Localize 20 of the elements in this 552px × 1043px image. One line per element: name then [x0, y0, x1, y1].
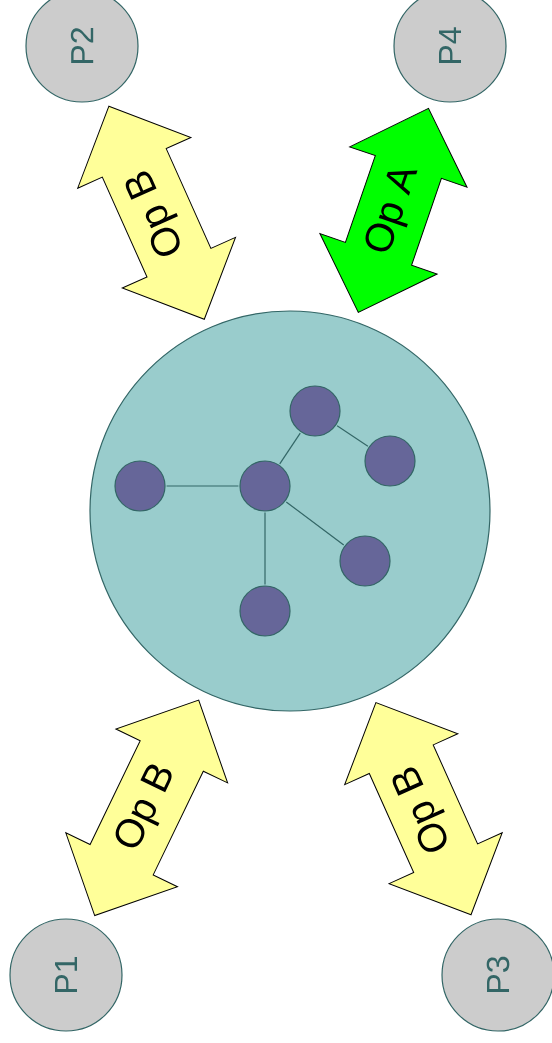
connector-line — [279, 432, 301, 465]
connector-line — [264, 512, 266, 585]
edge-label: Op B — [115, 764, 172, 848]
edge-label: Op B — [125, 171, 180, 256]
block-arrow — [65, 699, 229, 917]
block-arrow — [344, 702, 503, 916]
edge-label: Op B — [392, 767, 447, 852]
block-arrow — [319, 107, 468, 313]
connector-line — [336, 425, 369, 447]
node-circle — [339, 535, 391, 587]
network-circle — [89, 310, 491, 712]
node-circle — [364, 435, 416, 487]
node-circle — [239, 585, 291, 637]
edge-label: Op A — [365, 170, 418, 252]
node-circle — [289, 385, 341, 437]
node-circle — [114, 460, 166, 512]
node-circle — [239, 460, 291, 512]
connector-line — [166, 485, 239, 487]
connector-line — [285, 501, 345, 546]
block-arrow — [77, 105, 236, 320]
